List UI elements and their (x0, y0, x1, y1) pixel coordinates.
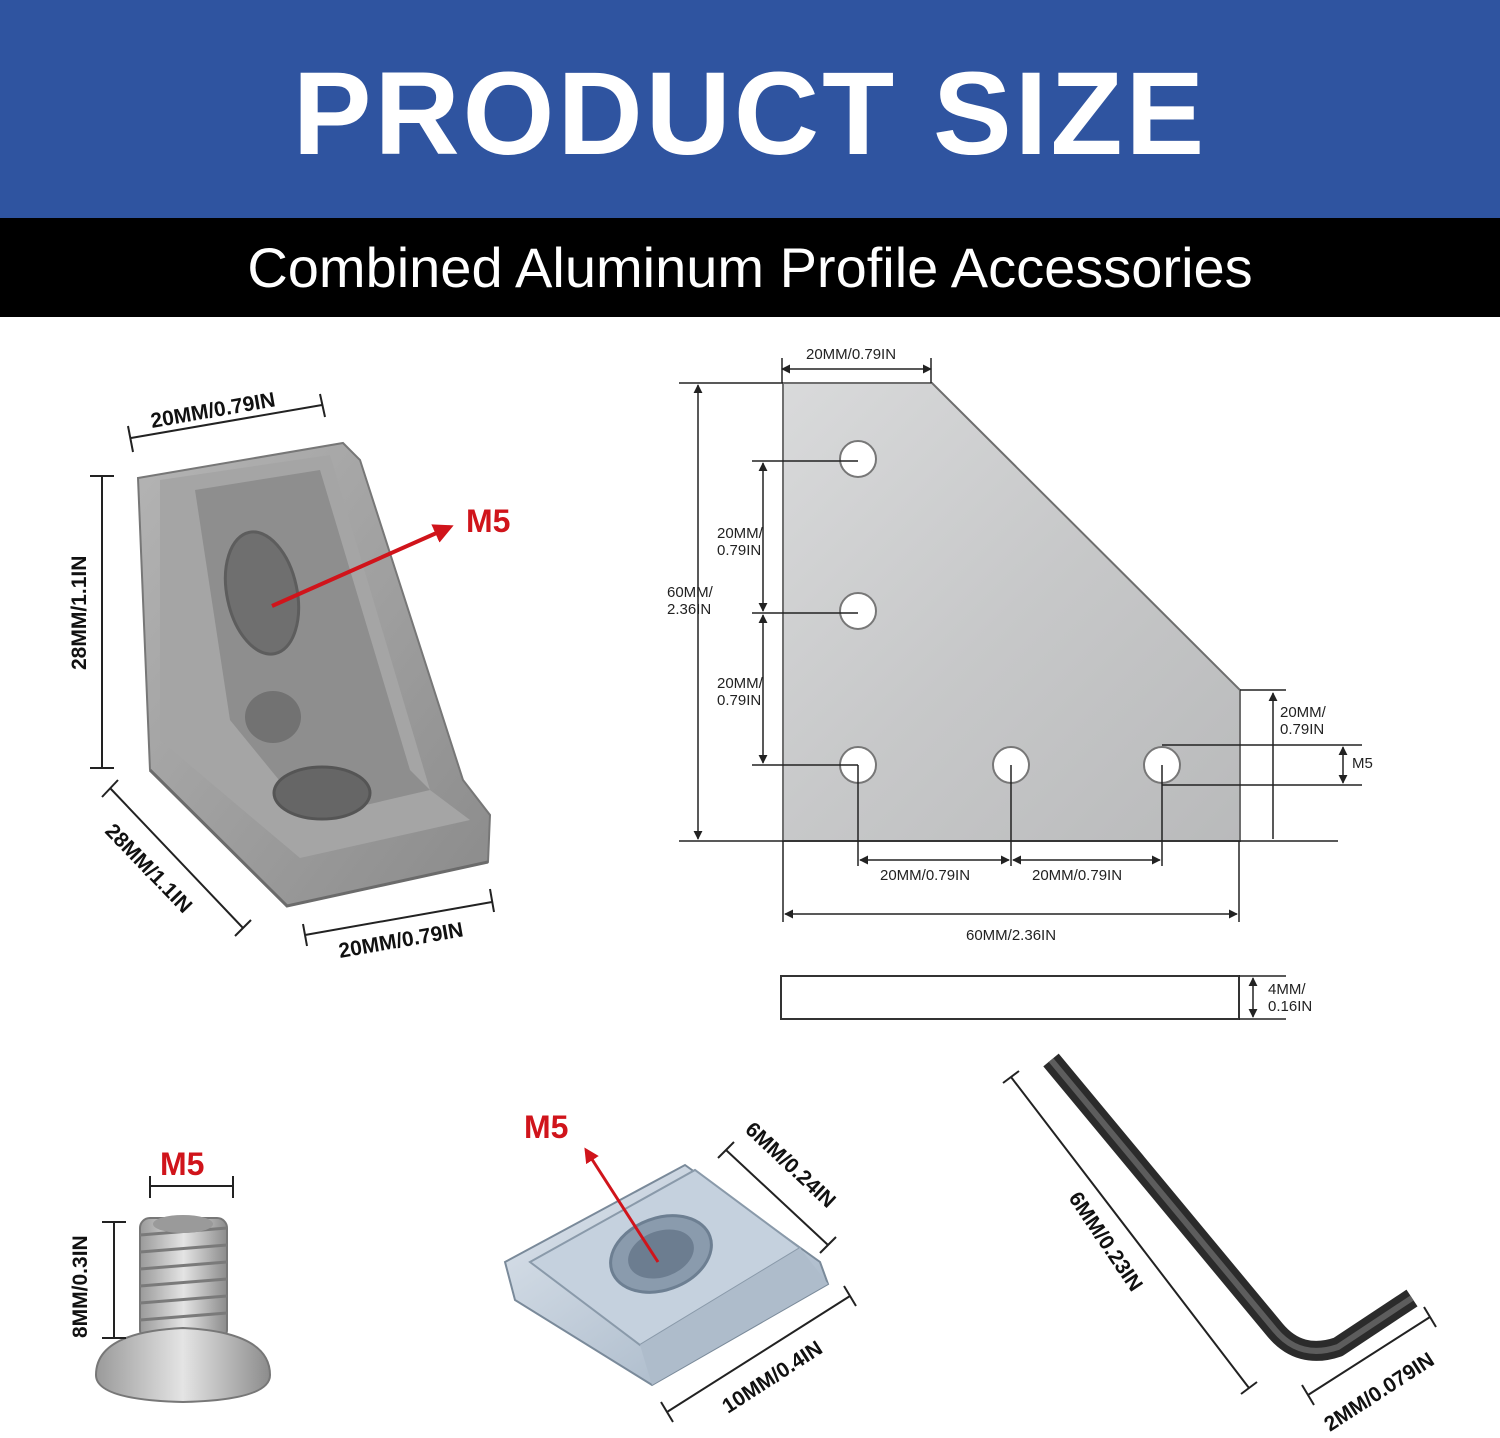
bracket-width-top-label: 20MM/0.79IN (149, 388, 277, 433)
hex-key-size-label: 2MM/0.079IN (1320, 1348, 1438, 1436)
bracket-m5-label: M5 (466, 503, 510, 539)
plate (780, 382, 1241, 1020)
t-nut-m5-label: M5 (524, 1109, 568, 1145)
plate-lower-spacing-label-1: 20MM/ (717, 675, 764, 692)
page-title: PRODUCT SIZE (292, 48, 1208, 180)
plate-total-width-label: 60MM/2.36IN (966, 927, 1056, 944)
page-subtitle: Combined Aluminum Profile Accessories (247, 235, 1253, 299)
t-nut-length-label: 10MM/0.4IN (718, 1337, 826, 1419)
plate-side-view (780, 975, 1240, 1020)
plate-dimension-lines (679, 358, 1362, 1020)
plate-thickness-label-1: 4MM/ (1268, 981, 1306, 998)
screw (94, 1215, 272, 1404)
plate-hole (839, 592, 877, 630)
plate-lower-spacing-label-2: 0.79IN (717, 692, 761, 709)
plate-hole-spacing-right-label: 20MM/0.79IN (1032, 867, 1122, 884)
screw-m5-label: M5 (160, 1146, 204, 1182)
hex-key-long-arm-label: 6MM/0.23IN (1064, 1188, 1147, 1296)
corner-bracket (136, 441, 492, 908)
screw-length-label: 8MM/0.3IN (69, 1235, 92, 1338)
plate-upper-spacing-label-1: 20MM/ (717, 525, 764, 542)
plate-hole-spacing-left-label: 20MM/0.79IN (880, 867, 970, 884)
plate-top-width-label: 20MM/0.79IN (806, 346, 896, 363)
t-nut (503, 1163, 830, 1387)
plate-upper-spacing-label-2: 0.79IN (717, 542, 761, 559)
plate-hole (839, 440, 877, 478)
screw-dimension-lines (102, 1176, 234, 1339)
hex-key-dimension-lines (1002, 1070, 1437, 1406)
plate-right-edge-label-1: 20MM/ (1280, 704, 1327, 721)
plate-thickness-label-2: 0.16IN (1268, 998, 1312, 1015)
subtitle-band: Combined Aluminum Profile Accessories (0, 218, 1500, 317)
t-nut-m5-arrow (584, 1147, 660, 1263)
plate-right-edge-label-2: 0.79IN (1280, 721, 1324, 738)
header-band: PRODUCT SIZE (0, 0, 1500, 218)
plate-total-height-label-2: 2.36IN (667, 601, 711, 618)
bracket-depth-label: 28MM/1.1IN (100, 819, 196, 917)
bracket-dimension-lines (90, 393, 495, 947)
product-diagram: 20MM/0.79IN 28MM/1.1IN 28MM/1.1IN 20MM/0… (68, 346, 1438, 1436)
bracket-m5-arrow (271, 524, 454, 608)
t-nut-width-label: 6MM/0.24IN (741, 1118, 840, 1213)
plate-total-height-label-1: 60MM/ (667, 584, 714, 601)
bracket-height-label: 28MM/1.1IN (68, 556, 91, 670)
plate-m5-label: M5 (1352, 755, 1373, 772)
hex-key (1043, 1053, 1418, 1361)
t-nut-dimension-lines (660, 1141, 857, 1423)
